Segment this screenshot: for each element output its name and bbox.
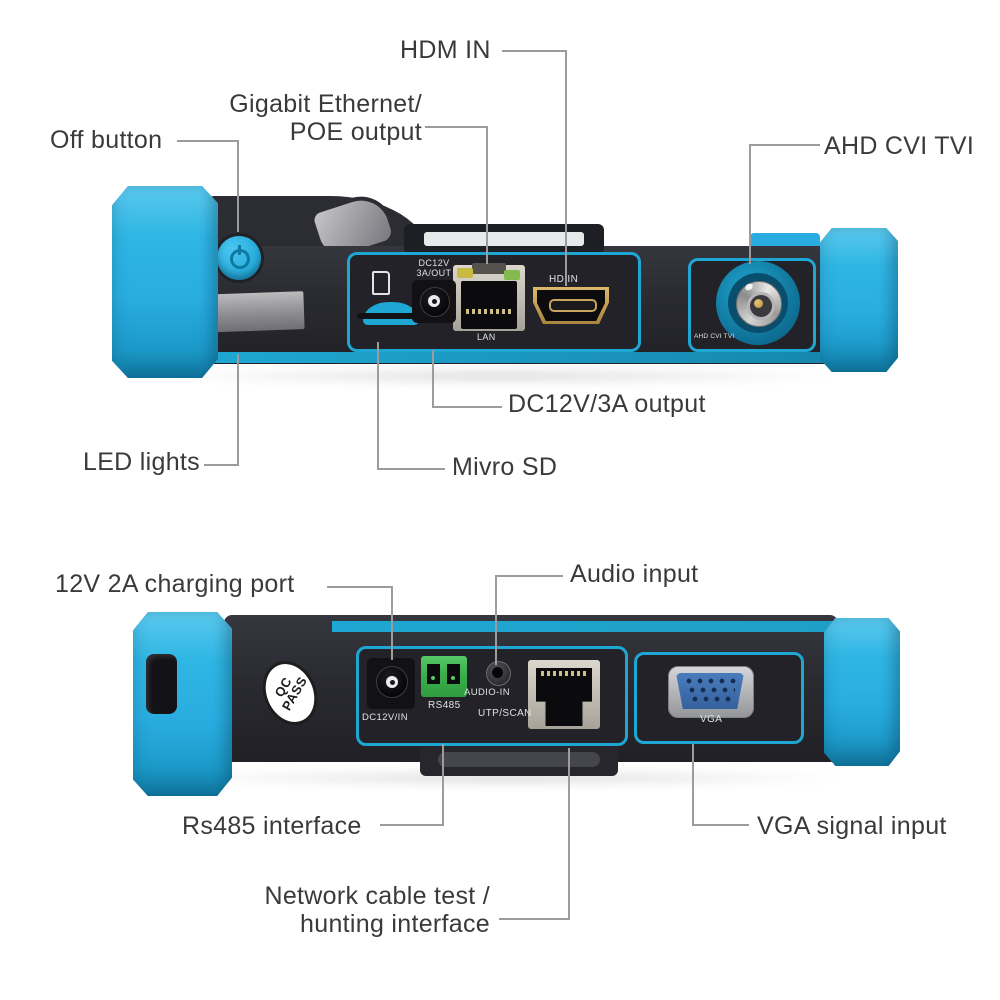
callout-line-poe-v: [486, 126, 488, 264]
callout-line-network-v: [568, 748, 570, 920]
callout-line-network-h: [499, 918, 570, 920]
audio-in-jack-hole: [492, 667, 503, 678]
label-audio-input: Audio input: [570, 560, 699, 588]
dc12v-out-jack-barrel: [420, 287, 450, 317]
label-gigabit-line2: POE output: [289, 118, 422, 146]
bottom-bumper-slot: [146, 654, 177, 714]
dc12v-in-jack-pin: [390, 680, 395, 685]
port-label-utp-scan: UTP/SCAN: [478, 708, 532, 719]
label-charging-port: 12V 2A charging port: [55, 570, 295, 598]
kickstand-slot: [438, 752, 600, 767]
callout-line-sd-h: [377, 468, 445, 470]
bottom-device-top-edge: [332, 621, 836, 632]
port-label-dc12v-out-line2: 3A/OUT: [416, 268, 452, 278]
callout-line-vga-h: [692, 824, 749, 826]
lan-led-green: [504, 270, 520, 280]
vga-holes-row-1: [684, 677, 737, 685]
vga-holes-row-2: [687, 686, 735, 694]
port-label-vga: VGA: [700, 714, 723, 725]
label-gigabit-poe: Gigabit Ethernet/ POE output: [180, 90, 422, 146]
callout-line-off-h: [177, 140, 239, 142]
callout-line-rs485-h: [380, 824, 444, 826]
rs485-terminal-hole-2: [447, 664, 460, 684]
port-label-dc12v-out: DC12V 3A/OUT: [408, 258, 460, 278]
lan-port-pins: [466, 309, 512, 314]
callout-line-hdmi-h: [502, 50, 567, 52]
callout-line-off-v: [237, 140, 239, 232]
rs485-terminal-hole-1: [427, 664, 440, 684]
label-rs485-interface: Rs485 interface: [182, 812, 362, 840]
label-network-cable: Network cable test / hunting interface: [230, 882, 490, 938]
label-micro-sd: Mivro SD: [452, 453, 558, 481]
bottom-device-shadow: [160, 768, 860, 788]
callout-line-poe-h: [425, 126, 488, 128]
port-label-rs485: RS485: [428, 700, 461, 711]
callout-line-dcout-h: [432, 406, 502, 408]
vga-holes-row-3: [690, 695, 732, 703]
label-dc12v-output: DC12V/3A output: [508, 390, 706, 418]
callout-line-vga-v: [692, 744, 694, 826]
qc-pass-text: QC PASS: [268, 667, 310, 713]
label-ahd-cvi-tvi: AHD CVI TVI: [824, 132, 975, 160]
callout-line-ahd-h: [750, 144, 820, 146]
top-device-handle-slot: [424, 232, 584, 246]
hdmi-port-tongue: [549, 299, 597, 312]
rs485-pin-1: [431, 676, 435, 680]
top-device-right-bumper: [820, 228, 898, 372]
callout-line-audio-v: [495, 575, 497, 665]
label-network-line1: Network cable test /: [264, 882, 490, 910]
port-label-dc12v-in: DC12V/IN: [362, 712, 408, 723]
callout-line-led-h: [204, 464, 239, 466]
rs485-pin-2: [451, 676, 455, 680]
callout-line-charging-h: [327, 586, 393, 588]
port-label-hd-in: HD IN: [549, 274, 579, 285]
callout-line-audio-h: [497, 575, 563, 577]
lan-port-clip: [472, 263, 506, 274]
callout-line-dcout-v: [432, 350, 434, 408]
bnc-center-pin: [754, 299, 763, 308]
lan-led-yellow: [457, 268, 473, 278]
lan-port-opening: [461, 281, 517, 329]
port-label-lan: LAN: [477, 332, 496, 342]
dc12v-out-jack-pin: [432, 299, 437, 304]
label-hdmi-in: HDM IN: [400, 36, 491, 64]
sd-card-icon: [372, 271, 390, 295]
callout-line-ahd-v: [749, 144, 751, 264]
callout-line-led-v: [237, 354, 239, 466]
callout-line-sd-v: [377, 342, 379, 470]
callout-line-rs485-v: [442, 744, 444, 826]
label-led-lights: LED lights: [83, 448, 200, 476]
port-label-audio-in: AUDIO-IN: [464, 687, 510, 698]
port-label-dc12v-out-line1: DC12V: [418, 258, 450, 268]
top-device-shadow: [150, 366, 850, 386]
utp-scan-port-pins: [541, 671, 587, 676]
power-button: [217, 236, 261, 280]
bottom-device-right-bumper: [824, 618, 900, 766]
label-off-button: Off button: [50, 126, 163, 154]
callout-line-charging-v: [391, 586, 393, 660]
top-device-left-bumper: [112, 186, 218, 378]
power-icon-bar: [238, 245, 241, 255]
callout-line-hdmi-v: [565, 50, 567, 286]
port-label-ahd-cvi-tvi: AHD CVI TVI: [694, 333, 735, 340]
label-vga-signal-input: VGA signal input: [757, 812, 947, 840]
label-network-line2: hunting interface: [300, 910, 490, 938]
label-gigabit-line1: Gigabit Ethernet/: [229, 90, 422, 118]
top-device-front-edge: [210, 352, 836, 363]
micro-sd-slot-opening: [357, 313, 421, 319]
